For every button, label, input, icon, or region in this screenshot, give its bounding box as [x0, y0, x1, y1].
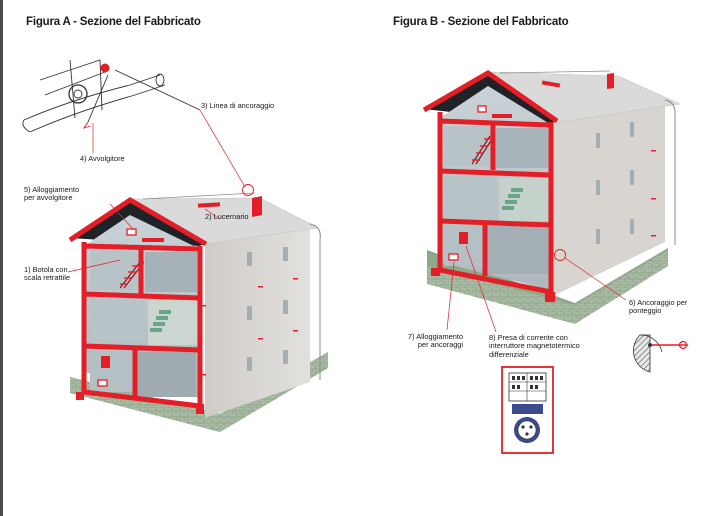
label-ancoraggio-ponteggio: 6) Ancoraggio per ponteggio: [629, 298, 688, 316]
left-edge-bar: [0, 0, 3, 516]
label-linea-ancoraggio: 3) Linea di ancoraggio: [201, 101, 275, 110]
building-b-plinth-front: [427, 266, 575, 324]
building-a-chimney: [252, 196, 262, 217]
label-botola: 1) Botola con scala retrattile: [24, 265, 71, 283]
label-lucernario: 2) Lucernario: [205, 212, 249, 221]
lucernario-skylight: [197, 202, 221, 208]
avvolgitore-detail-sketch: [22, 59, 201, 133]
figure-a-title: Figura A - Sezione del Fabbricato: [26, 16, 201, 28]
presa-panel: [459, 232, 468, 244]
figure-b-title: Figura B - Sezione del Fabbricato: [393, 16, 569, 28]
building-b: [422, 70, 682, 324]
building-a-side-wall: [205, 222, 310, 418]
building-a: [68, 192, 328, 432]
presa-quadro-detail: [501, 366, 554, 454]
alloggiamento-ancoraggi-box: [448, 253, 459, 261]
building-b-side-wall: [553, 98, 665, 296]
label-presa-corrente: 8) Presa di corrente con interruttore ma…: [489, 333, 580, 359]
figure-a-leader-lines: [67, 109, 254, 273]
figure-b-leader-lines: [446, 245, 627, 333]
avvolgitore-housing: [126, 228, 137, 236]
building-b-plinth-side: [575, 250, 668, 324]
building-a-panel: [101, 356, 110, 368]
label-avvolgitore: 4) Avvolgitore: [80, 154, 125, 163]
botola-hatch: [142, 238, 164, 242]
ancoraggio-ponteggio-detail: [633, 334, 688, 373]
label-alloggiamento-ancoraggi: 7) Alloggiamento per ancoraggi: [408, 332, 464, 350]
label-alloggiamento-avvolgitore: 5) Alloggiamento per avvolgitore: [24, 185, 80, 203]
